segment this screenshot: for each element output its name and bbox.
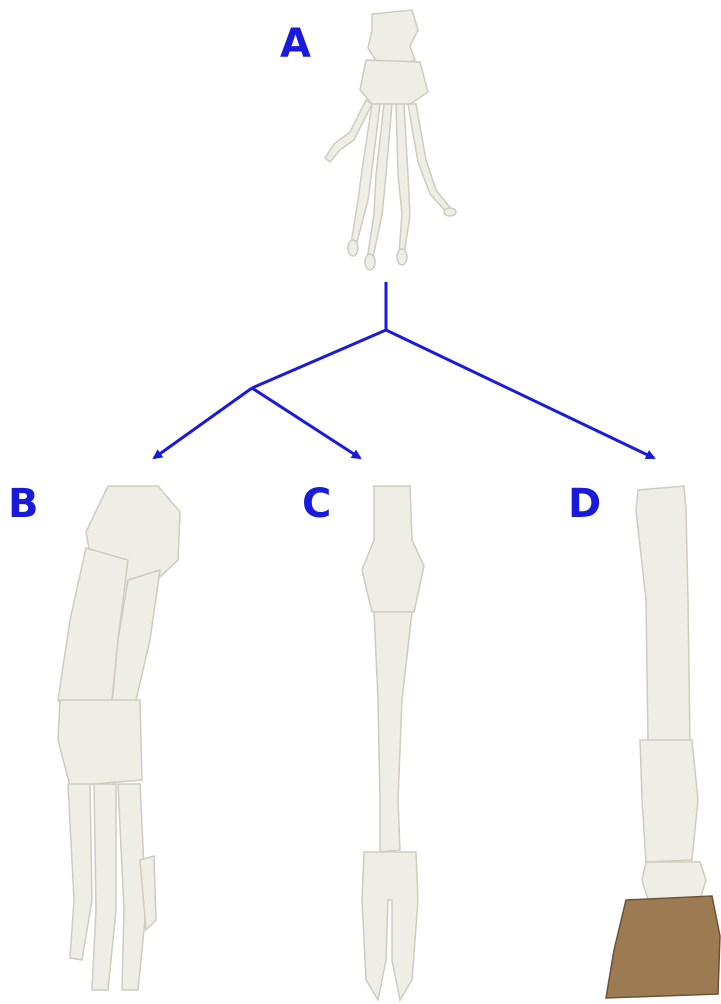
label-b: B: [8, 484, 39, 524]
arrow-to-d: [386, 330, 654, 458]
image-b-multitoed-foot-skeleton: [58, 486, 180, 990]
arrow-to-b: [154, 388, 252, 458]
branch-line-left: [252, 330, 386, 388]
image-d-hoof-skeleton: [636, 486, 706, 900]
phylogeny-arrows: [154, 282, 654, 458]
arrow-to-c: [252, 388, 360, 458]
image-c-cloven-foot-skeleton: [362, 486, 424, 1000]
label-a: A: [280, 24, 311, 64]
image-d-hoof-capsule: [606, 896, 720, 998]
image-a-paw-skeleton: [325, 10, 456, 270]
label-c: C: [302, 484, 331, 524]
label-d: D: [568, 484, 601, 524]
